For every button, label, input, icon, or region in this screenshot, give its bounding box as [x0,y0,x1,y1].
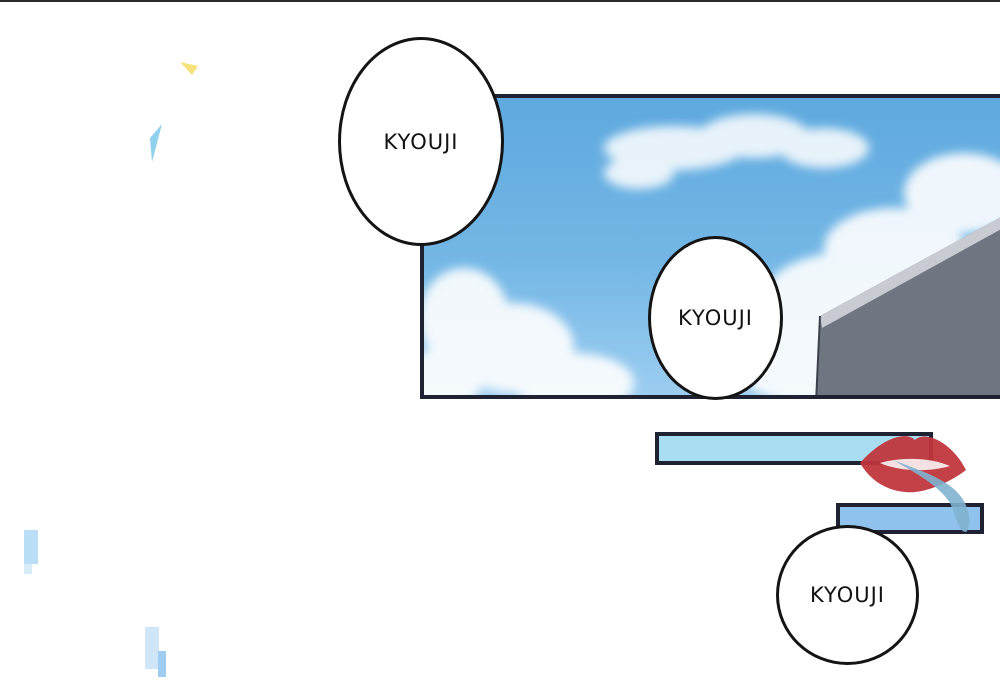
tear-drop-icon [893,460,970,532]
building [815,217,1000,395]
yellow-shard [180,62,198,75]
speech-balloon-2: KYOUJI [648,236,783,400]
balloon-1-text: KYOUJI [383,129,459,154]
cloud-bottom-left [424,268,634,395]
blue-square-fragment [24,530,38,564]
top-border-line [0,0,1000,2]
balloon-2-text: KYOUJI [678,306,753,330]
blue-square-fragment-accent [158,651,166,677]
speech-balloon-3: KYOUJI [776,525,919,665]
cloud-top [604,114,869,189]
lips-icon [860,436,966,493]
sky-illustration [424,114,1000,395]
speech-balloon-1: KYOUJI [338,37,504,246]
blue-shard [150,124,162,162]
blue-square-fragment-small [24,564,32,574]
blue-square-fragment-bottom [145,627,159,669]
balloon-3-text: KYOUJI [810,583,885,607]
